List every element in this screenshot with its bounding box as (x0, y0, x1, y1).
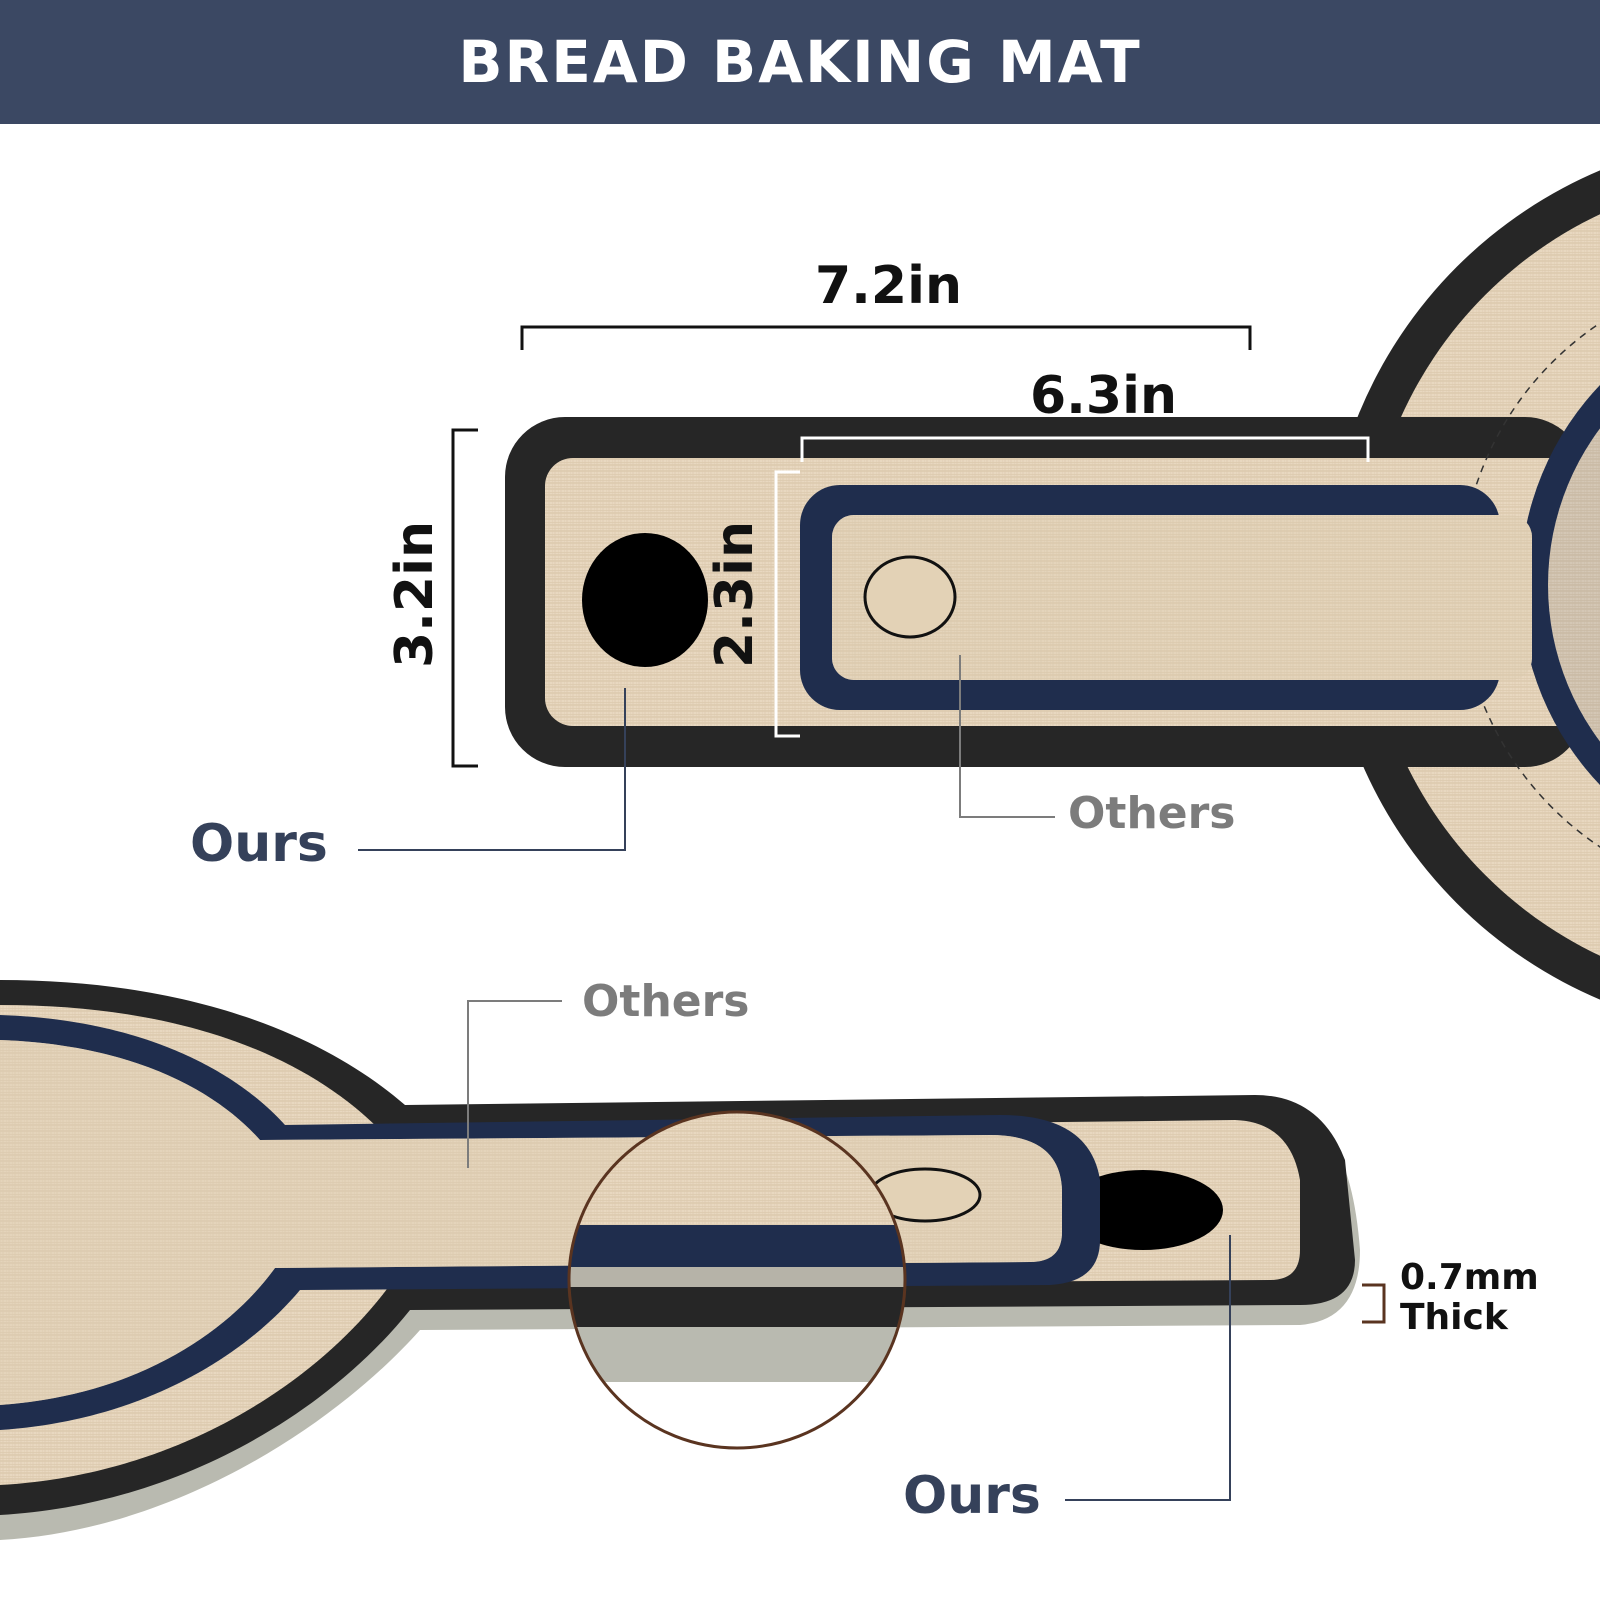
bottom-others-callout: Others (582, 976, 750, 1027)
top-others-callout: Others (1068, 788, 1236, 839)
bottom-callout-lines (467, 1000, 1386, 1501)
thickness-text-label: Thick (1400, 1297, 1508, 1338)
outer-length-label: 7.2in (815, 256, 962, 316)
page-title: BREAD BAKING MAT (458, 28, 1142, 96)
thickness-value-label: 0.7mm (1400, 1257, 1539, 1298)
top-ours-callout: Ours (190, 814, 328, 874)
bottom-ours-callout: Ours (903, 1466, 1041, 1526)
top-inner-hanging-hole (863, 555, 957, 639)
top-mat-hanging-hole (582, 533, 708, 667)
top-dimension-lines (358, 325, 1370, 851)
outer-width-label: 3.2in (385, 521, 445, 668)
header-banner: BREAD BAKING MAT (0, 0, 1600, 124)
bottom-mat-hanging-hole (1063, 1170, 1223, 1250)
thickness-zoom-circle (567, 1110, 907, 1450)
inner-width-label: 2.3in (705, 521, 765, 668)
inner-length-label: 6.3in (1030, 366, 1177, 426)
top-inner-mat (800, 385, 1600, 785)
bottom-inner-mat (0, 1015, 1100, 1430)
